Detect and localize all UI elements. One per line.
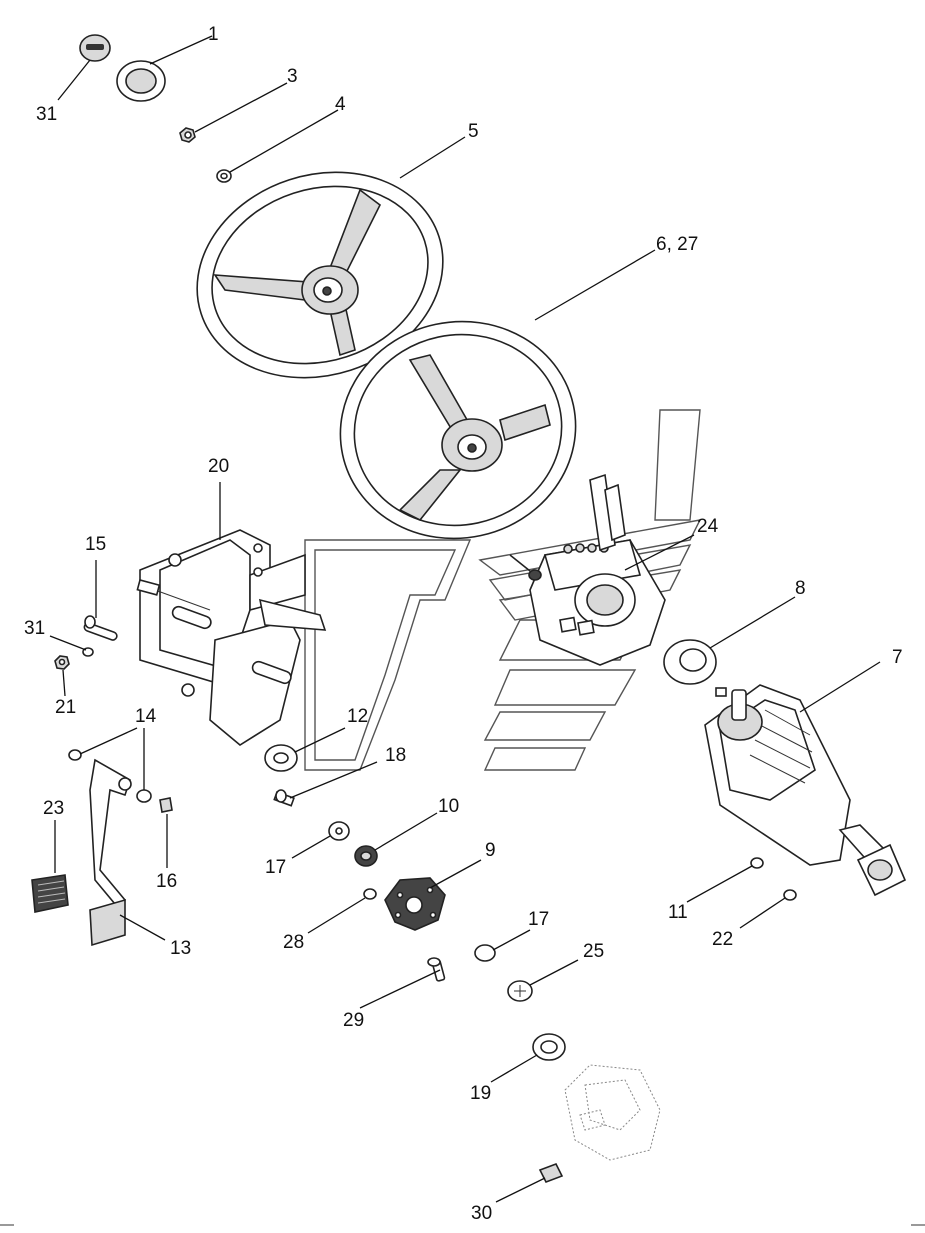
- callout-8: 8: [795, 578, 806, 599]
- callout-19: 19: [470, 1083, 491, 1104]
- nut-10-part: [354, 845, 378, 867]
- pedal-pad-part: [31, 874, 69, 913]
- callout-7: 7: [892, 647, 903, 668]
- callout-23: 23: [43, 798, 64, 819]
- callout-16: 16: [156, 871, 177, 892]
- callout-20: 20: [208, 456, 229, 477]
- washer-28-part: [363, 888, 377, 900]
- clip-part: [159, 797, 173, 813]
- bolt-29-part: [427, 957, 446, 982]
- callout-5: 5: [468, 121, 479, 142]
- callout-11: 11: [668, 902, 688, 923]
- washer-17b-part: [474, 944, 496, 962]
- callout-22: 22: [712, 929, 733, 950]
- callout-labels: 1 3 4 5 6, 27 31 20 15 24 8 7 31 21 12 1…: [24, 24, 903, 1224]
- pin-part: [83, 615, 118, 641]
- callout-3: 3: [287, 66, 298, 87]
- cover-part: [116, 60, 166, 102]
- callout-31-top: 31: [36, 104, 57, 125]
- washer-part: [216, 169, 232, 183]
- callout-4: 4: [335, 94, 346, 115]
- callout-25: 25: [583, 941, 604, 962]
- callout-1: 1: [208, 24, 219, 45]
- cap-part: [79, 34, 111, 62]
- callout-14: 14: [135, 706, 157, 727]
- ghost-assembly: [564, 1064, 661, 1161]
- nut-part: [179, 127, 196, 143]
- callout-21: 21: [55, 697, 76, 718]
- callout-29: 29: [343, 1010, 364, 1031]
- plate-9-part: [384, 877, 446, 931]
- nut-small-part: [54, 655, 70, 670]
- washer-11-part: [750, 857, 764, 869]
- callout-30: 30: [471, 1203, 492, 1224]
- screw-25-part: [507, 980, 533, 1002]
- callout-15: 15: [85, 534, 106, 555]
- washer-12-part: [264, 744, 298, 772]
- steering-wheel-upper: [196, 171, 444, 379]
- bolt-18-part: [273, 789, 295, 807]
- control-module: [509, 473, 666, 666]
- callout-13: 13: [170, 938, 191, 959]
- callout-17-left: 17: [265, 857, 286, 878]
- brake-pedal-arm: [89, 758, 132, 947]
- callout-9: 9: [485, 840, 496, 861]
- leader-lines: [49, 35, 881, 1203]
- pedal-bracket: [136, 529, 327, 746]
- large-washer-part: [663, 639, 717, 685]
- callout-12: 12: [347, 706, 368, 727]
- steering-column: [704, 684, 907, 897]
- callout-6-27: 6, 27: [656, 234, 698, 255]
- callout-31-side: 31: [24, 618, 45, 639]
- washer-17-part: [328, 821, 350, 841]
- steering-wheel-lower: [339, 320, 577, 540]
- washer-19-part: [532, 1033, 566, 1061]
- callout-10: 10: [438, 796, 459, 817]
- washer-22-part: [783, 889, 797, 901]
- callout-18: 18: [385, 745, 406, 766]
- callout-17-right: 17: [528, 909, 549, 930]
- callout-24: 24: [697, 516, 719, 537]
- callout-28: 28: [283, 932, 304, 953]
